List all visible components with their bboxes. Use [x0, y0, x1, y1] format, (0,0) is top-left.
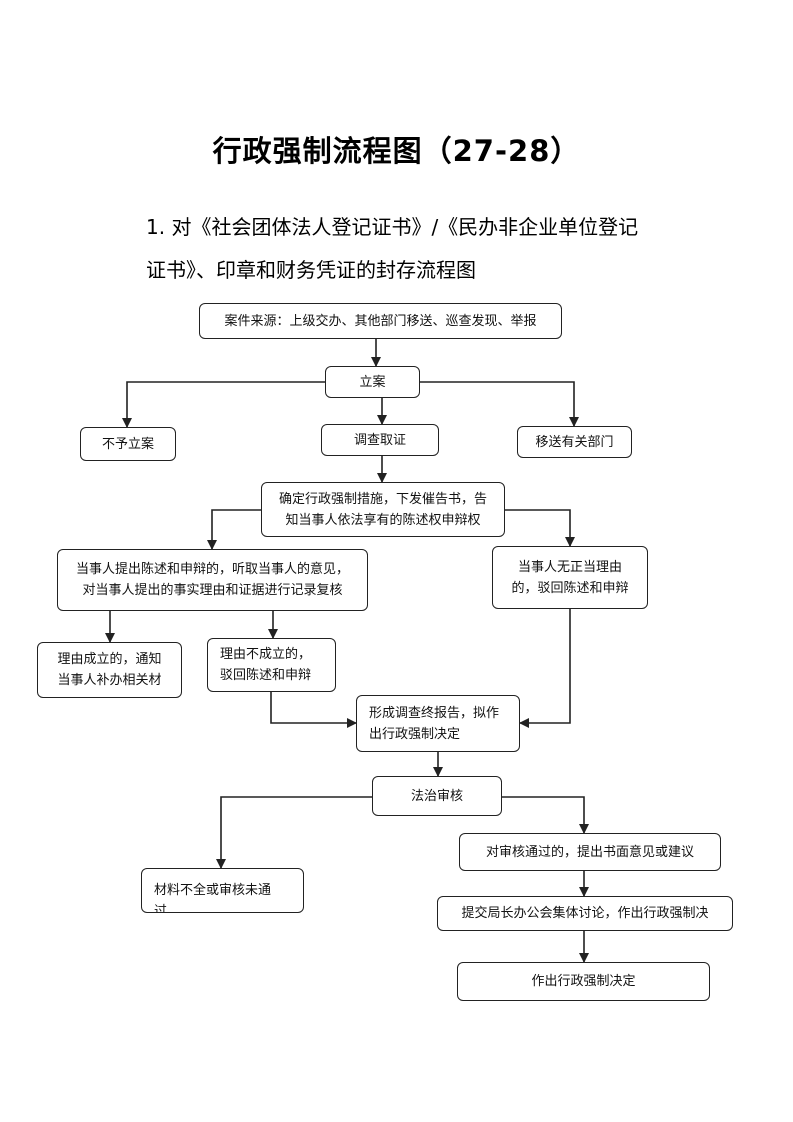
node-collective-discussion-label: 提交局长办公会集体讨论，作出行政强制决 — [461, 906, 709, 921]
node-investigation: 调查取证 — [321, 424, 439, 456]
page-title: 行政强制流程图（27-28） — [212, 134, 581, 168]
node-collective-discussion: 提交局长办公会集体讨论，作出行政强制决 — [437, 896, 733, 931]
node-final-report: 形成调查终报告，拟作 出行政强制决定 — [356, 695, 520, 752]
edge-measures-to-no-statement — [505, 509, 575, 547]
node-transfer: 移送有关部门 — [517, 426, 632, 458]
node-reason-valid-label: 理由成立的，通知 当事人补办相关材 — [57, 652, 162, 688]
node-review-passed: 对审核通过的，提出书面意见或建议 — [459, 833, 721, 871]
node-legal-review-label: 法治审核 — [410, 788, 463, 804]
node-determine-measures: 确定行政强制措施，下发催告书，告 知当事人依法享有的陈述权申辩权 — [261, 482, 505, 537]
node-materials-incomplete-label: 材料不全或审核未通 过 — [154, 883, 272, 913]
edge-measures-to-party-statement — [207, 509, 261, 550]
node-final-report-label: 形成调查终报告，拟作 出行政强制决定 — [369, 705, 500, 742]
edge-filing-to-transfer — [420, 381, 579, 427]
node-no-filing-label: 不予立案 — [101, 436, 154, 452]
node-determine-measures-label: 确定行政强制措施，下发催告书，告 知当事人依法享有的陈述权申辩权 — [278, 491, 487, 528]
node-reason-valid: 理由成立的，通知 当事人补办相关材 — [37, 642, 182, 698]
node-filing-label: 立案 — [359, 374, 386, 390]
node-no-filing: 不予立案 — [80, 427, 176, 461]
node-materials-incomplete: 材料不全或审核未通 过 — [141, 868, 304, 913]
node-review-passed-label: 对审核通过的，提出书面意见或建议 — [485, 844, 694, 860]
node-case-source-label: 案件来源：上级交办、其他部门移送、巡查发现、举报 — [224, 313, 537, 329]
node-filing: 立案 — [325, 366, 420, 398]
edge-review-to-passed — [502, 796, 589, 834]
node-transfer-label: 移送有关部门 — [535, 434, 614, 450]
edge-filing-to-no-filing — [122, 381, 325, 428]
node-party-statement: 当事人提出陈述和申辩的，听取当事人的意见， 对当事人提出的事实理由和证据进行记录… — [57, 549, 368, 611]
node-reason-invalid-label: 理由不成立的， 驳回陈述和申辩 — [220, 647, 312, 683]
edge-no-statement-to-report — [519, 609, 571, 728]
node-legal-review: 法治审核 — [372, 776, 502, 816]
node-make-decision: 作出行政强制决定 — [457, 962, 710, 1001]
node-make-decision-label: 作出行政强制决定 — [531, 974, 636, 989]
edge-invalid-to-report — [270, 692, 357, 728]
flowchart-subtitle-line-2: 证书》、印章和财务凭证的封存流程图 — [146, 258, 476, 282]
node-reason-invalid: 理由不成立的， 驳回陈述和申辩 — [207, 638, 336, 692]
flowchart-subtitle-line-1: 1. 对《社会团体法人登记证书》/《民办非企业单位登记 — [146, 215, 639, 239]
edge-review-to-incomplete — [216, 796, 372, 869]
node-party-no-statement: 当事人无正当理由 的，驳回陈述和申辩 — [492, 546, 648, 609]
node-case-source: 案件来源：上级交办、其他部门移送、巡查发现、举报 — [199, 303, 562, 339]
node-party-no-statement-label: 当事人无正当理由 的，驳回陈述和申辩 — [511, 559, 629, 596]
node-party-statement-label: 当事人提出陈述和申辩的，听取当事人的意见， 对当事人提出的事实理由和证据进行记录… — [75, 562, 349, 598]
node-investigation-label: 调查取证 — [353, 432, 406, 448]
